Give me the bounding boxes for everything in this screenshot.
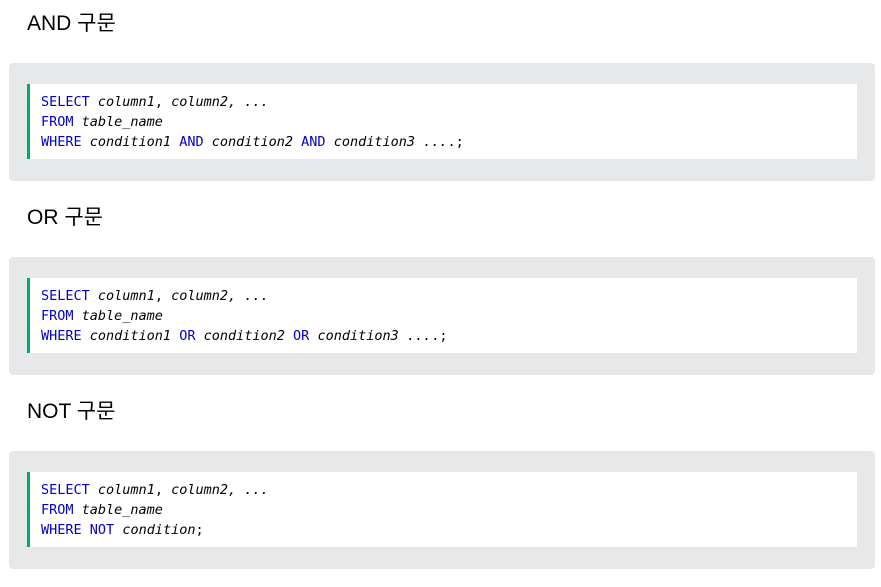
sql-identifier: condition <box>122 522 196 538</box>
sql-keyword: AND <box>301 134 326 150</box>
sql-keyword: FROM <box>41 308 74 324</box>
code-line: FROM table_name <box>41 306 857 326</box>
sql-keyword: AND <box>179 134 204 150</box>
code-panel: SELECT column1, column2, ...FROM table_n… <box>9 257 875 375</box>
code-panel: SELECT column1, column2, ...FROM table_n… <box>9 451 875 569</box>
code-line: WHERE condition1 AND condition2 AND cond… <box>41 132 857 152</box>
sql-punctuation: .; <box>447 134 464 150</box>
sql-identifier: column1 <box>97 482 155 498</box>
sql-punctuation <box>90 94 98 110</box>
sql-punctuation: , <box>154 94 172 110</box>
sql-identifier: condition2 <box>211 134 294 150</box>
sql-identifier: column2, ... <box>171 482 269 498</box>
code-block: SELECT column1, column2, ...FROM table_n… <box>27 472 857 547</box>
code-line: FROM table_name <box>41 500 857 520</box>
sql-identifier: table_name <box>81 114 163 130</box>
section-title: NOT 구문 <box>27 400 116 423</box>
code-block: SELECT column1, column2, ...FROM table_n… <box>27 84 857 159</box>
sql-punctuation <box>74 308 82 324</box>
sql-identifier: column2, ... <box>171 288 269 304</box>
code-line: SELECT column1, column2, ... <box>41 92 857 112</box>
sql-keyword: FROM <box>41 114 74 130</box>
sql-identifier: condition3 ... <box>333 134 448 150</box>
sql-identifier: table_name <box>81 502 163 518</box>
sql-keyword: OR <box>179 328 196 344</box>
code-line: SELECT column1, column2, ... <box>41 480 857 500</box>
sql-keyword: WHERE <box>41 134 82 150</box>
sql-identifier: table_name <box>81 308 163 324</box>
sql-punctuation: , <box>154 288 172 304</box>
code-block: SELECT column1, column2, ...FROM table_n… <box>27 278 857 353</box>
sql-punctuation: ; <box>195 522 204 538</box>
sql-identifier: condition2 <box>203 328 285 344</box>
sql-punctuation <box>74 502 82 518</box>
sql-punctuation <box>82 328 90 344</box>
sql-punctuation <box>195 328 203 344</box>
sql-identifier: column2, ... <box>171 94 269 110</box>
sql-keyword: OR <box>293 328 310 344</box>
sql-identifier: column1 <box>97 288 155 304</box>
sql-punctuation: , <box>154 482 172 498</box>
sql-punctuation <box>326 134 334 150</box>
sql-punctuation <box>90 288 98 304</box>
code-line: FROM table_name <box>41 112 857 132</box>
sql-punctuation <box>82 134 90 150</box>
sql-punctuation <box>171 328 179 344</box>
sql-identifier: condition1 <box>89 134 172 150</box>
sql-keyword: WHERE <box>41 328 82 344</box>
section-title: OR 구문 <box>27 206 103 229</box>
section-title: AND 구문 <box>27 12 116 35</box>
sql-punctuation <box>82 522 90 538</box>
sql-keyword: SELECT <box>41 288 90 304</box>
sql-identifier: column1 <box>97 94 155 110</box>
sql-punctuation: .; <box>431 328 448 344</box>
code-line: WHERE condition1 OR condition2 OR condit… <box>41 326 857 346</box>
sql-keyword: SELECT <box>41 482 90 498</box>
sql-keyword: SELECT <box>41 94 90 110</box>
sql-keyword: WHERE <box>41 522 82 538</box>
sql-identifier: condition1 <box>89 328 172 344</box>
sql-keyword: NOT <box>89 522 115 538</box>
sql-punctuation <box>171 134 179 150</box>
code-line: SELECT column1, column2, ... <box>41 286 857 306</box>
sql-punctuation <box>204 134 212 150</box>
code-panel: SELECT column1, column2, ...FROM table_n… <box>9 63 875 181</box>
sql-punctuation <box>90 482 98 498</box>
sql-punctuation <box>285 328 293 344</box>
sql-punctuation <box>293 134 301 150</box>
sql-identifier: condition3 ... <box>317 328 432 344</box>
sql-punctuation <box>74 114 82 130</box>
sql-keyword: FROM <box>41 502 74 518</box>
code-line: WHERE NOT condition; <box>41 520 857 540</box>
